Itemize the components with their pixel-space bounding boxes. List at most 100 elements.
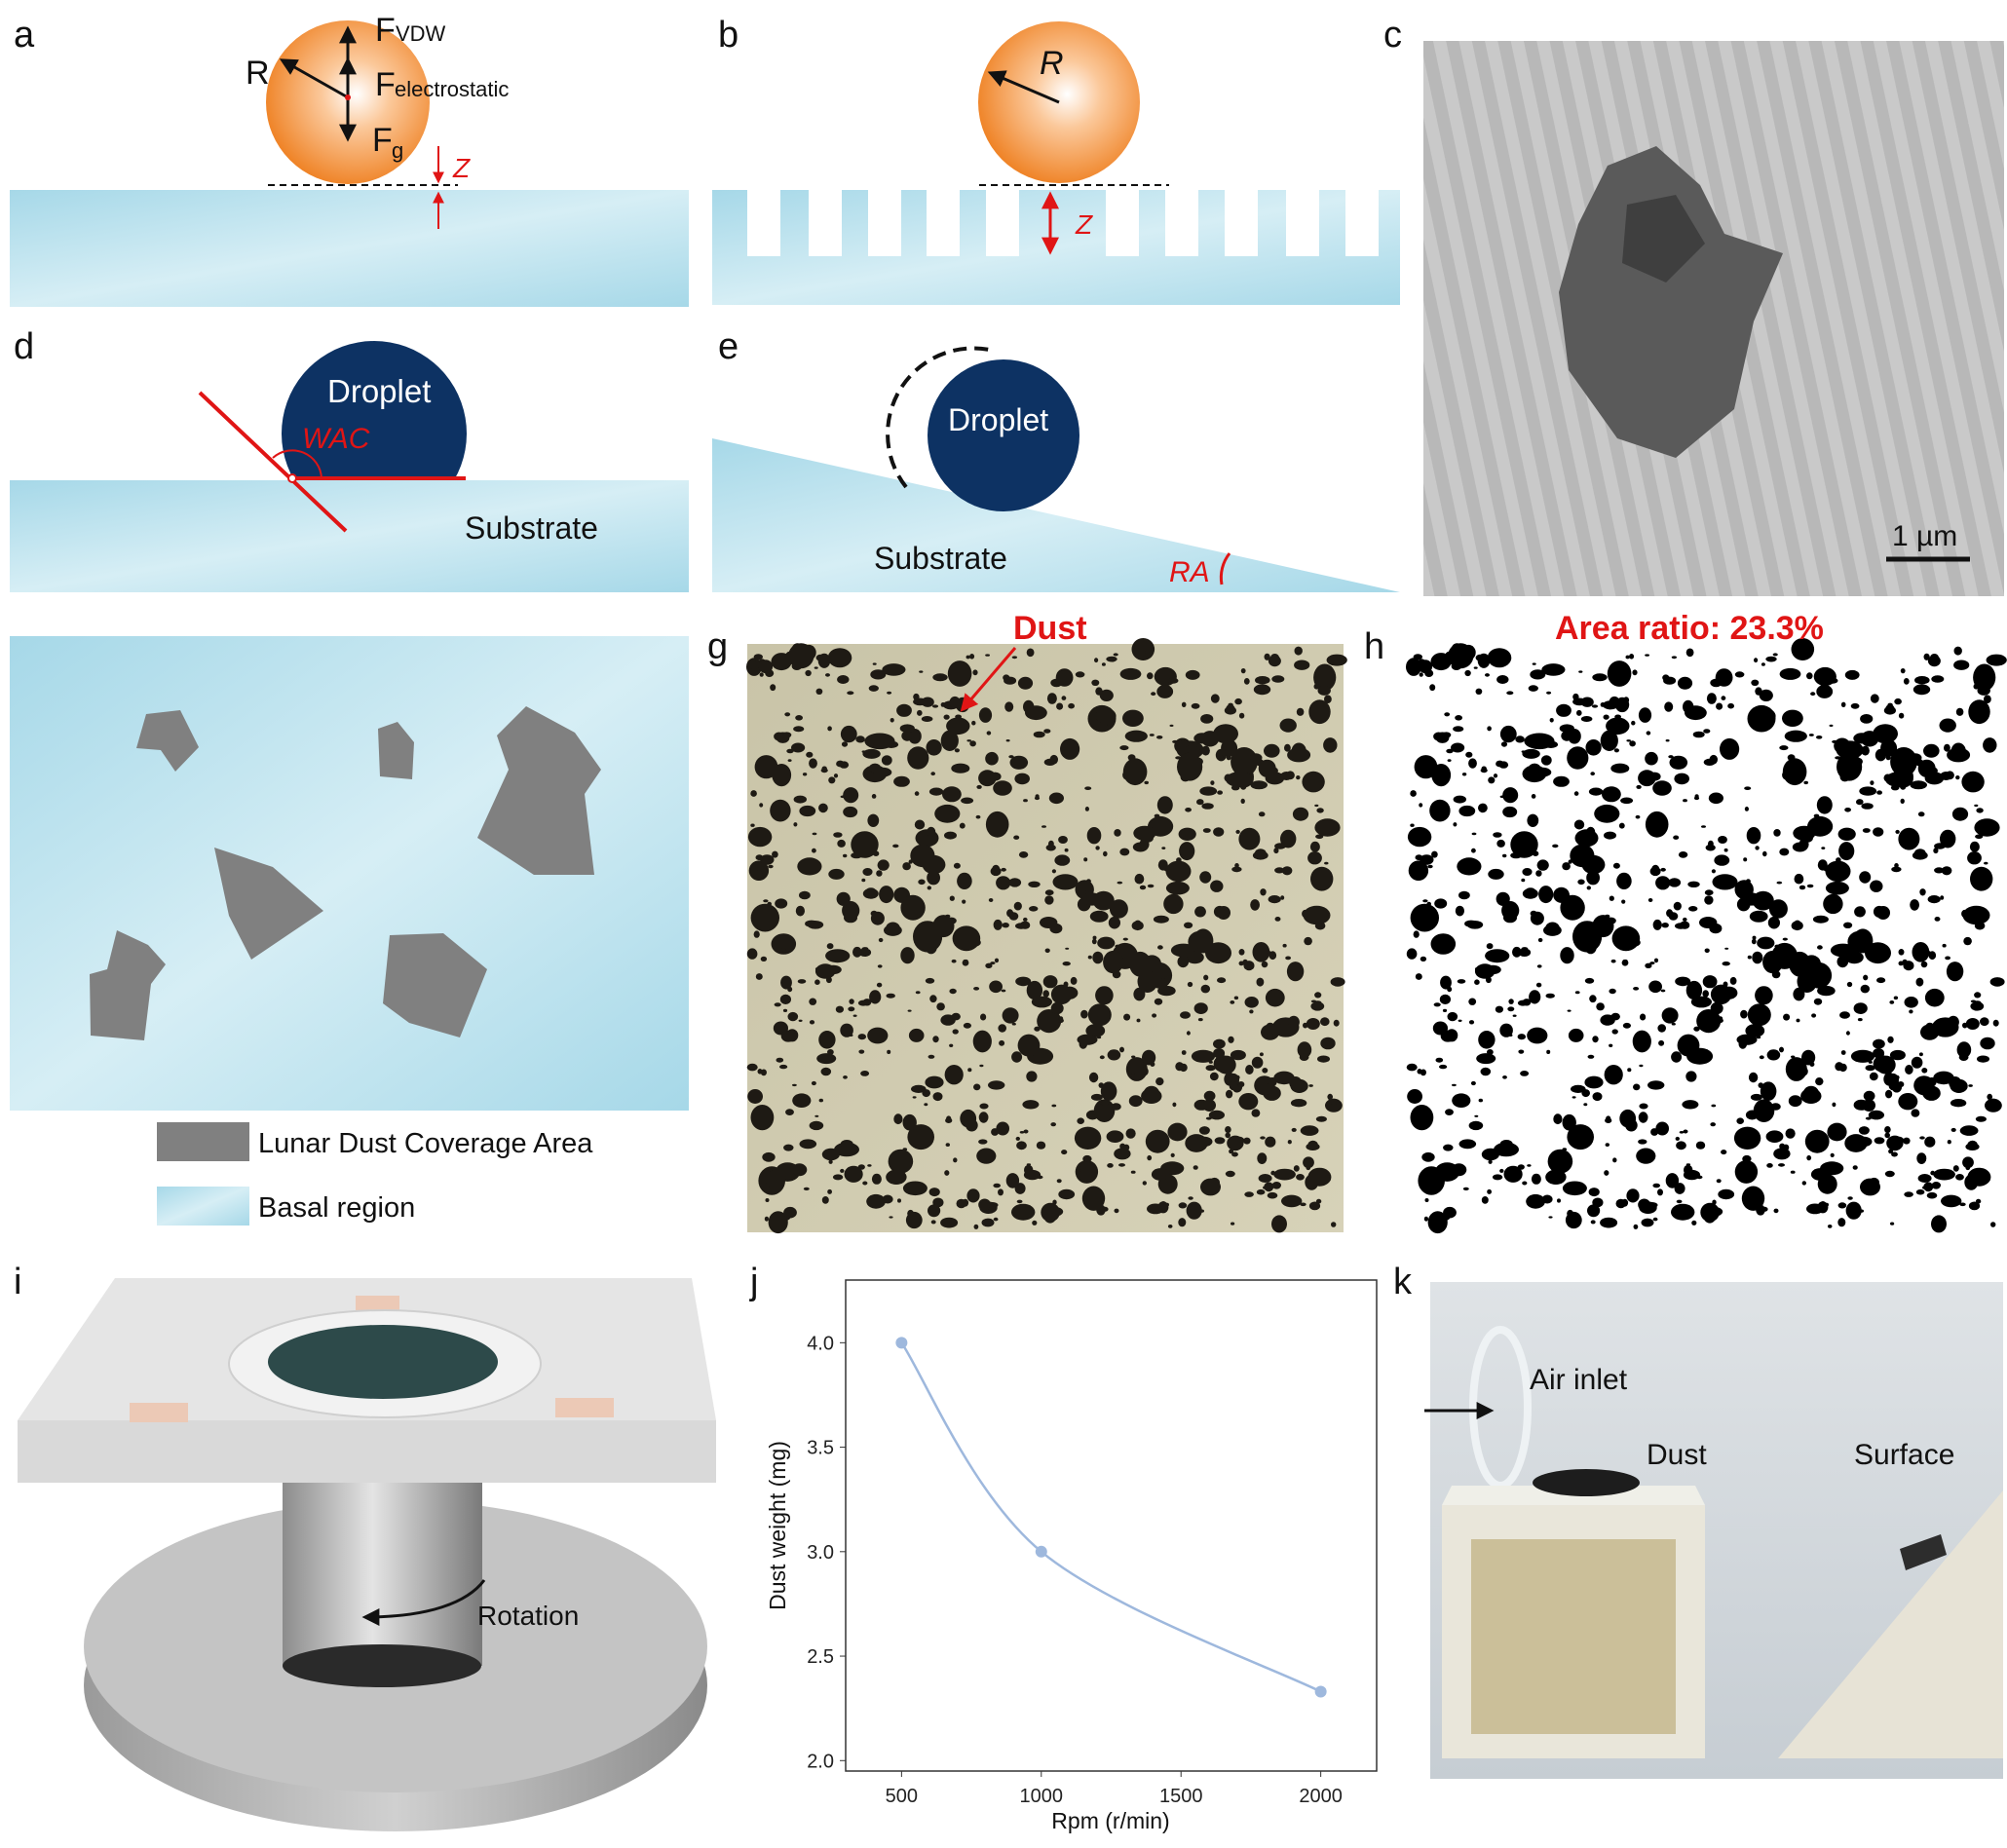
dust-speck [1512, 1014, 1517, 1017]
dust-speck [1632, 669, 1638, 676]
dust-speck [1696, 1175, 1703, 1180]
dust-speck [1755, 1103, 1773, 1114]
dust-speck [1119, 745, 1129, 751]
dust-speck [899, 724, 915, 733]
dust-speck [1041, 825, 1046, 828]
panel-g: g Dust [707, 610, 1347, 1234]
dust-speck [928, 1054, 935, 1059]
dust-speck [840, 1140, 853, 1149]
dust-speck [876, 982, 883, 988]
dust-speck [1084, 807, 1089, 811]
dust-speck [1096, 1036, 1102, 1039]
dust-speck [784, 712, 791, 717]
dust-speck [1765, 1130, 1784, 1143]
dust-speck [1926, 951, 1931, 955]
dust-speck [962, 899, 966, 904]
dust-speck [1873, 1038, 1885, 1049]
dust-speck [1163, 893, 1184, 915]
dust-speckles-h [1406, 638, 2007, 1234]
dust-speck [985, 654, 990, 657]
dust-speck [1199, 871, 1212, 884]
dust-speck [1778, 1163, 1785, 1167]
dust-speck [1621, 960, 1629, 966]
dust-speck [1567, 746, 1589, 770]
dust-speck [1602, 786, 1621, 803]
dust-speck [1606, 1115, 1611, 1121]
plot-area [845, 1279, 1378, 1772]
dust-speck [966, 739, 971, 742]
dust-speck [1941, 866, 1952, 876]
dust-speck [1225, 1126, 1231, 1134]
dust-speck [1902, 959, 1908, 966]
dust-speck [1302, 909, 1309, 919]
dust-speck [913, 693, 920, 700]
dust-speck [1568, 729, 1581, 744]
dust-speck [785, 1109, 794, 1115]
dust-speck [1604, 1065, 1623, 1085]
dust-speck [1924, 772, 1945, 785]
dust-speck [1200, 714, 1214, 724]
dust-speck [1177, 752, 1203, 781]
dust-speck [1862, 828, 1871, 833]
dust-speck [1468, 998, 1477, 1005]
dust-speck [890, 718, 894, 723]
dust-speck [1453, 795, 1467, 804]
panel-b: b R Z [712, 15, 1400, 305]
dust-speck [1645, 962, 1652, 968]
dust-speck [1186, 951, 1204, 964]
dust-speck [764, 1216, 770, 1222]
dust-speck [1945, 956, 1950, 961]
dust-speck [1260, 888, 1267, 896]
dust-speck [1759, 1055, 1764, 1060]
dust-speck [1175, 1062, 1185, 1072]
dust-speck [1254, 849, 1267, 859]
dust-speck [1055, 668, 1074, 687]
dust-speck [955, 714, 962, 719]
dust-speck [976, 1148, 997, 1164]
dust-speck [951, 763, 970, 773]
dust-speck [1107, 1049, 1121, 1061]
dust-speck [1589, 995, 1597, 1003]
dust-speck [1305, 1174, 1319, 1190]
dust-speck [1685, 705, 1707, 721]
dust-speck [1611, 1029, 1618, 1035]
dust-speck [1887, 1036, 1894, 1043]
dust-speck [1075, 671, 1085, 678]
dust-speck [1625, 655, 1630, 660]
dust-speck [1626, 739, 1631, 742]
dust-patch [477, 706, 601, 875]
dust-speck [1201, 745, 1210, 756]
dust-speck [1706, 693, 1717, 704]
dust-speck [1009, 755, 1029, 770]
dust-speck [1791, 921, 1803, 931]
dust-patch [136, 710, 199, 772]
dust-speck [1820, 977, 1826, 983]
dust-speck [1953, 660, 1970, 670]
dust-speck [1106, 1097, 1111, 1101]
dust-speck [1264, 743, 1280, 758]
dust-speck [1203, 1090, 1216, 1102]
dust-speck [852, 1014, 857, 1017]
dust-speck [1169, 724, 1174, 728]
dust-speck [1313, 683, 1320, 690]
dust-speck [1840, 701, 1846, 707]
dust-speck [1499, 1140, 1513, 1149]
dust-speck [1034, 796, 1041, 801]
dust-speck [774, 732, 784, 741]
dust-speck [1058, 1188, 1076, 1200]
dust-speck [765, 1198, 770, 1202]
dust-speck [827, 648, 852, 668]
dust-speck [1256, 977, 1265, 987]
dust-speck [1050, 1122, 1056, 1127]
dust-speck [817, 653, 831, 668]
dust-speck [1156, 796, 1173, 814]
dust-speck [849, 999, 854, 1004]
dust-speck [1947, 1140, 1951, 1145]
dust-speck [1172, 739, 1178, 743]
dust-speck [1458, 890, 1470, 900]
dust-speck [1733, 1126, 1761, 1150]
dust-speck [1568, 1028, 1584, 1042]
dust-speck [1108, 916, 1120, 929]
dust-speck [1950, 1127, 1956, 1132]
dust-speck [1486, 943, 1494, 950]
